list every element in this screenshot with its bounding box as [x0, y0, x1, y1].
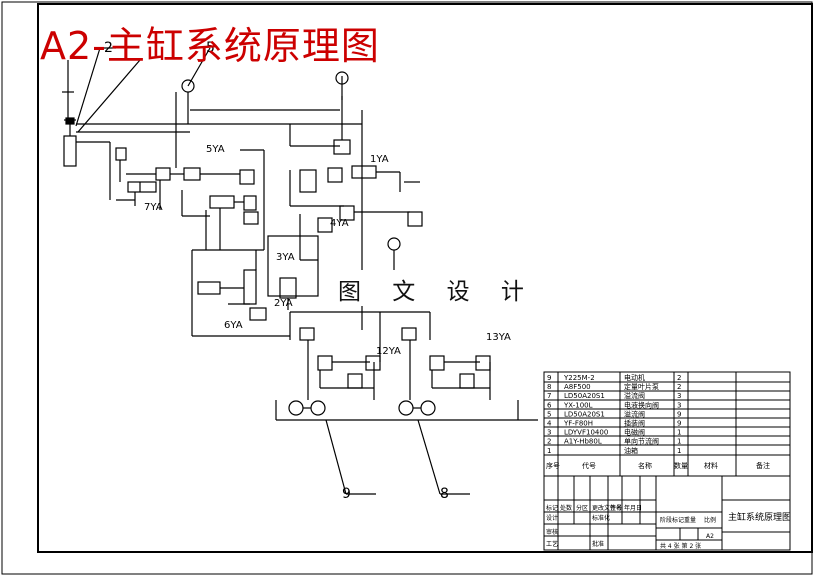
label-1ya: 1YA — [370, 154, 389, 165]
leader-5: 5 — [206, 40, 215, 56]
title-block-labels: 标记处数分区更改文件号签名年月日设计 标准化 阶段标记重量比例审核工艺 批准 — [546, 504, 716, 548]
bom-cell-no: 1 — [547, 447, 551, 455]
bom-cell-no: 2 — [547, 438, 551, 446]
solenoid-labels: 5YA 1YA 7YA 4YA 3YA 2YA 6YA 12YA 13YA — [144, 144, 511, 357]
bom-cell-code: A1Y-Hb80L — [564, 438, 602, 446]
bom-cell-code: A8F500 — [564, 383, 591, 391]
bom-cell-name: 单向节流阀 — [624, 437, 659, 446]
bom-cell-name: 溢流阀 — [624, 391, 645, 400]
title-block-label: 标准化 — [592, 514, 610, 522]
label-2ya: 2YA — [274, 298, 293, 309]
bom-header-name: 名称 — [638, 461, 652, 470]
bom-cell-no: 5 — [547, 410, 551, 418]
label-7ya: 7YA — [144, 202, 163, 213]
bom-cell-name: 电磁阀 — [624, 428, 645, 437]
leader-2: 2 — [104, 40, 113, 56]
bom-header-no: 序号 — [546, 461, 560, 470]
label-6ya: 6YA — [224, 320, 243, 331]
bom-cell-name: 定量叶片泵 — [624, 382, 659, 391]
watermark-backing — [330, 270, 480, 306]
bom-cell-code: LD50A20S1 — [564, 410, 605, 418]
bom-cell-name: 电液换向阀 — [624, 400, 659, 409]
drawing-border — [37, 3, 813, 553]
bom-cell-name: 电动机 — [624, 373, 645, 382]
title-block-label: 更改文件号 — [592, 504, 622, 512]
title-block — [543, 475, 791, 551]
title-block-label: 处数 — [560, 504, 572, 512]
title-block-label: 批准 — [592, 540, 604, 548]
bom-cell-name: 油箱 — [624, 446, 638, 455]
bom-cell-qty: 9 — [677, 410, 681, 418]
bom-cell-code: Y225M-2 — [563, 374, 595, 382]
bom-table — [543, 371, 791, 477]
label-12ya: 12YA — [376, 346, 401, 357]
bom-header-code: 代号 — [582, 461, 596, 470]
label-5ya: 5YA — [206, 144, 225, 155]
bom-cell-no: 7 — [547, 392, 551, 400]
bom-cell-no: 8 — [547, 383, 551, 391]
label-13ya: 13YA — [486, 332, 511, 343]
leader-9: 9 — [342, 486, 351, 502]
bom-cell-qty: 1 — [677, 429, 681, 437]
bom-cell-qty: 3 — [677, 392, 681, 400]
title-block-label: 标记 — [546, 504, 558, 512]
bom-cell-qty: 3 — [677, 401, 681, 409]
bom-cell-code: YF-F80H — [563, 420, 593, 428]
label-4ya: 4YA — [330, 218, 349, 229]
title-block-label: 重量 — [684, 516, 696, 524]
bom-cell-no: 6 — [547, 401, 552, 409]
bom-header-remark: 备注 — [756, 461, 770, 470]
bom-cell-no: 4 — [547, 420, 552, 428]
bom-cell-name: 插装阀 — [624, 419, 645, 428]
title-block-label: 签名 — [610, 504, 622, 512]
bom-headers: 序号 代号 名称 数量 材料 备注 — [546, 461, 770, 470]
leader-8: 8 — [440, 486, 449, 502]
page-title: A2-主缸系统原理图 — [40, 24, 380, 68]
bom-cell-code: YX-100L — [563, 401, 593, 409]
bom-header-material: 材料 — [704, 461, 718, 470]
title-block-label: 审核 — [546, 528, 558, 536]
bom-cell-no: 9 — [547, 374, 551, 382]
title-block-label: 比例 — [704, 516, 716, 524]
scale-label: A2 — [706, 533, 714, 540]
title-block-label: 工艺 — [546, 540, 558, 548]
sheet-info: 共 4 张 第 2 张 — [660, 542, 701, 550]
bom-header-qty: 数量 — [674, 461, 688, 470]
bom-cell-qty: 1 — [677, 447, 681, 455]
title-block-label: 阶段标记 — [660, 516, 684, 524]
bom-cell-name: 溢流阀 — [624, 409, 645, 418]
watermark: 图 文 设 计 — [338, 279, 536, 305]
bom-cell-qty: 1 — [677, 438, 681, 446]
title-block-label: 分区 — [576, 504, 588, 512]
bom-cell-code: LD50A20S1 — [564, 392, 605, 400]
label-3ya: 3YA — [276, 252, 295, 263]
bom-cell-code: LDYVF10400 — [564, 429, 608, 437]
drawing-name: 主缸系统原理图 — [728, 511, 791, 523]
bom-cell-qty: 2 — [677, 374, 681, 382]
bom-cell-qty: 2 — [677, 383, 681, 391]
bom-cell-no: 3 — [547, 429, 551, 437]
title-block-label: 设计 — [546, 514, 558, 522]
bom-cell-qty: 9 — [677, 420, 681, 428]
title-block-label: 年月日 — [624, 504, 642, 512]
